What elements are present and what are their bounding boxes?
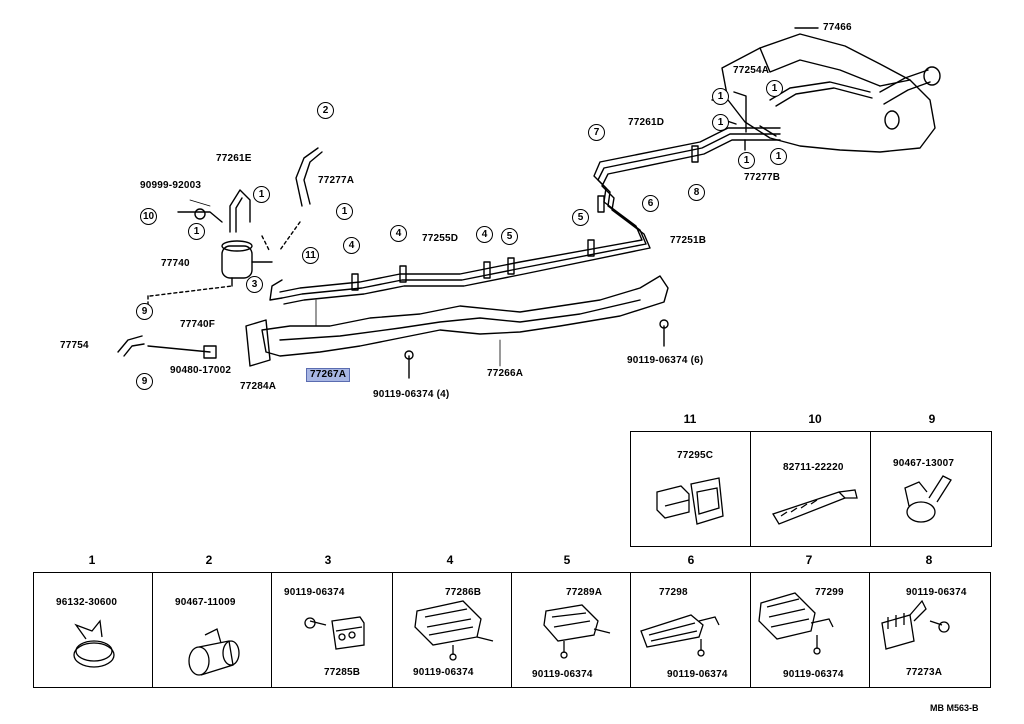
detail-cell-1: 96132-30600	[33, 572, 154, 688]
callout-77740: 77740	[161, 258, 190, 269]
bubble-1-d: 1	[738, 152, 755, 169]
bubble-1-c: 1	[766, 80, 783, 97]
detail-head-8: 8	[925, 553, 933, 567]
detail-cell-9: 90467-13007	[870, 431, 992, 547]
bubble-9-a: 9	[136, 303, 153, 320]
detail-label-77273a: 77273A	[906, 667, 943, 678]
bubble-4-a: 4	[343, 237, 360, 254]
callout-77255d: 77255D	[422, 233, 459, 244]
detail-cell-11: 77295C	[630, 431, 752, 547]
callout-77261d: 77261D	[628, 117, 665, 128]
bubble-1-b: 1	[712, 114, 729, 131]
detail-label-90467-13007: 90467-13007	[893, 458, 955, 469]
detail-cell-5: 77289A 90119-06374	[511, 572, 632, 688]
bubble-1-f: 1	[253, 186, 270, 203]
bubble-1-h: 1	[188, 223, 205, 240]
detail-cell-4: 77286B 90119-06374	[392, 572, 513, 688]
detail-label-6b: 90119-06374	[667, 669, 728, 680]
callout-77284a: 77284A	[240, 381, 277, 392]
bubble-2-a: 2	[317, 102, 334, 119]
callout-77251b: 77251B	[670, 235, 707, 246]
callout-77254a: 77254A	[733, 65, 770, 76]
detail-head-2: 2	[205, 553, 213, 567]
bubble-1-a: 1	[712, 88, 729, 105]
detail-head-11: 11	[683, 412, 697, 426]
detail-head-7: 7	[805, 553, 813, 567]
detail-head-9: 9	[928, 412, 936, 426]
detail-label-77286b: 77286B	[445, 587, 482, 598]
callout-77267a[interactable]: 77267A	[306, 368, 351, 382]
detail-cell-6: 77298 90119-06374	[630, 572, 752, 688]
detail-head-10: 10	[808, 412, 822, 426]
detail-label-96132-30600: 96132-30600	[56, 597, 118, 608]
detail-label-5b: 90119-06374	[532, 669, 593, 680]
clamp-77295c-icon	[656, 477, 724, 525]
detail-label-77299: 77299	[815, 587, 844, 598]
clamp-77298-icon	[640, 614, 720, 657]
bubble-1-g: 1	[336, 203, 353, 220]
detail-label-77285b: 77285B	[324, 667, 361, 678]
clip-82711-22220-icon	[772, 489, 858, 525]
detail-label-77298: 77298	[659, 587, 688, 598]
protector-plate	[261, 275, 669, 357]
detail-head-4: 4	[446, 553, 454, 567]
bubble-6-a: 6	[642, 195, 659, 212]
bubble-7-a: 7	[588, 124, 605, 141]
callout-77266a: 77266A	[487, 368, 524, 379]
clamp-96132-30600-icon	[73, 619, 115, 668]
callout-90119-06374-4: 90119-06374 (4)	[373, 389, 450, 400]
callout-77261e: 77261E	[216, 153, 252, 164]
bubble-11-a: 11	[302, 247, 319, 264]
detail-cell-7: 77299 90119-06374	[750, 572, 871, 688]
callout-77754: 77754	[60, 340, 89, 351]
detail-label-4b: 90119-06374	[413, 667, 474, 678]
clamp-90467-13007-icon	[904, 475, 952, 523]
detail-cell-10: 82711-22220	[750, 431, 872, 547]
bubble-5-a: 5	[501, 228, 518, 245]
bubble-3-a: 3	[246, 276, 263, 293]
clamp-77299-icon	[758, 592, 834, 655]
callout-77277b: 77277B	[744, 172, 781, 183]
clamp-77285b-icon	[304, 616, 365, 650]
detail-label-3a: 90119-06374	[284, 587, 345, 598]
bubble-10-a: 10	[140, 208, 157, 225]
clamp-77286b-icon	[414, 600, 494, 661]
detail-label-90467-11009: 90467-11009	[175, 597, 236, 608]
callout-90119-06374-6: 90119-06374 (6)	[627, 355, 704, 366]
callout-90480-17002: 90480-17002	[170, 365, 232, 376]
detail-head-6: 6	[687, 553, 695, 567]
diagram-reference-code: MB M563-B	[930, 703, 979, 713]
bubble-8-a: 8	[688, 184, 705, 201]
fuel-tank	[721, 33, 936, 153]
fuel-line-upper	[279, 127, 781, 293]
filler-neck	[879, 69, 929, 93]
detail-cell-3: 90119-06374 77285B	[271, 572, 394, 688]
callout-90999-92003: 90999-92003	[140, 180, 202, 191]
detail-label-7b: 90119-06374	[783, 669, 844, 680]
clamp-77273a-icon	[881, 599, 950, 650]
bubble-4-b: 4	[390, 225, 407, 242]
detail-label-77295c: 77295C	[677, 450, 714, 461]
detail-head-3: 3	[324, 553, 332, 567]
bubble-5-b: 5	[572, 209, 589, 226]
detail-label-77289a: 77289A	[566, 587, 603, 598]
detail-label-82711-22220: 82711-22220	[783, 462, 844, 473]
detail-cell-8: 90119-06374 77273A	[869, 572, 991, 688]
detail-cell-2: 90467-11009	[152, 572, 273, 688]
detail-head-5: 5	[563, 553, 571, 567]
callout-77740f: 77740F	[180, 319, 216, 330]
bubble-1-e: 1	[770, 148, 787, 165]
callout-77277a: 77277A	[318, 175, 355, 186]
detail-head-1: 1	[88, 553, 96, 567]
detail-label-8a: 90119-06374	[906, 587, 967, 598]
clamp-77289a-icon	[543, 604, 611, 659]
bubble-9-b: 9	[136, 373, 153, 390]
callout-77466: 77466	[823, 22, 852, 33]
clamp-90467-11009-icon	[188, 628, 240, 676]
bubble-4-c: 4	[476, 226, 493, 243]
